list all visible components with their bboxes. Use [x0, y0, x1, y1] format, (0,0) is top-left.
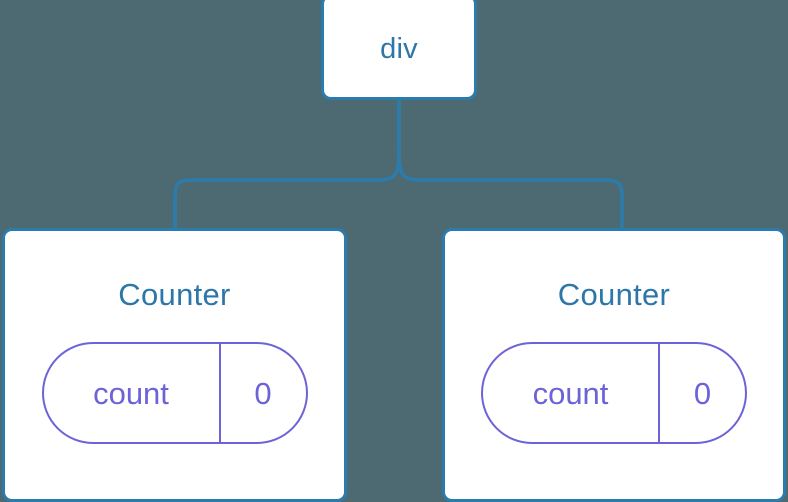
connector-branch-right	[397, 151, 624, 233]
state-value-1: 0	[693, 375, 712, 411]
state-pill-divider-0	[218, 344, 221, 442]
state-pill-divider-1	[658, 344, 660, 442]
state-pill-1[interactable]: count 0	[481, 342, 747, 444]
node-div-label: div	[380, 32, 418, 65]
node-counter-0-label: Counter	[118, 277, 231, 312]
node-counter-1[interactable]: Counter count 0	[442, 228, 786, 502]
node-counter-1-label: Counter	[557, 277, 671, 312]
connector-branch-left	[173, 151, 401, 233]
state-key-0: count	[93, 375, 169, 411]
node-counter-0[interactable]: Counter count 0	[2, 228, 347, 502]
state-value-0: 0	[254, 375, 272, 411]
node-div[interactable]: div	[321, 0, 477, 100]
state-pill-0[interactable]: count 0	[41, 342, 308, 444]
state-key-1: count	[532, 375, 609, 411]
